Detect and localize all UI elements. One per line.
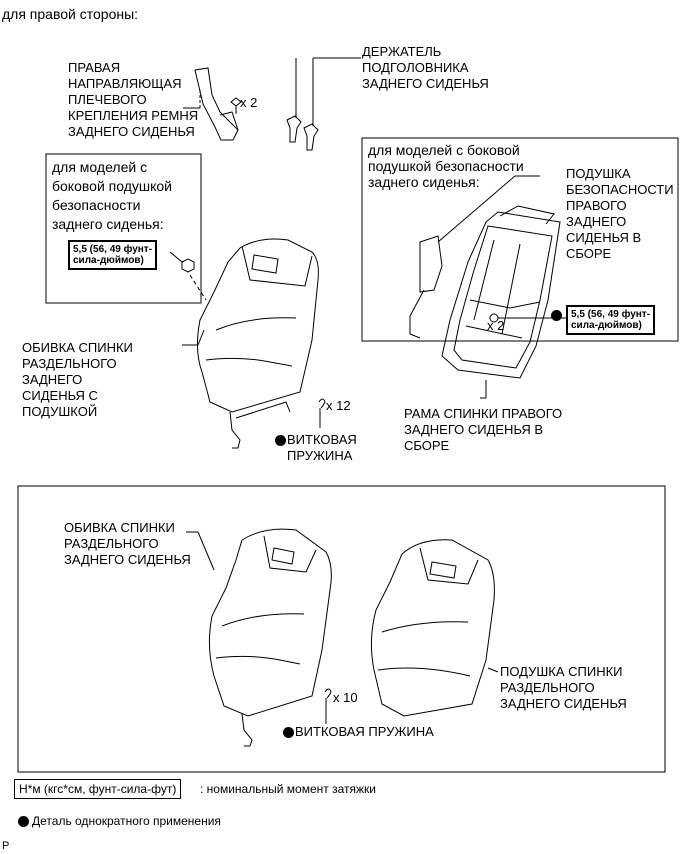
label-airbag-line2: БЕЗОПАСНОСТИ — [566, 182, 674, 197]
label-cover1-line3: ЗАДНЕГО — [22, 372, 83, 387]
label-spring1-line2: ПРУЖИНА — [287, 448, 353, 463]
label-cover1-line5: ПОДУШКОЙ — [22, 404, 98, 419]
label-cover1-line4: СИДЕНЬЯ С — [22, 388, 98, 403]
label-spring2: ВИТКОВАЯ ПРУЖИНА — [295, 724, 434, 739]
label-airbag-line6: СБОРЕ — [566, 246, 612, 261]
right-box-line3: заднего сиденья: — [368, 174, 480, 190]
label-spring1-line1: ВИТКОВАЯ — [287, 432, 357, 447]
legend-unit-box: Н*м (кгс*см, фунт-сила-фут) — [14, 779, 182, 799]
left-box-line1: для моделей с — [52, 159, 148, 175]
label-nut-qty: x 2 — [487, 318, 505, 333]
label-holder-line3: ЗАДНЕГО СИДЕНЬЯ — [362, 76, 489, 91]
label-cover1-line2: РАЗДЕЛЬНОГО — [22, 356, 117, 371]
single-use-mark-nut — [551, 310, 562, 321]
corner-mark: P — [2, 840, 10, 852]
label-frame-line1: РАМА СПИНКИ ПРАВОГО — [404, 406, 563, 421]
single-use-mark-spring2 — [283, 727, 294, 738]
label-cover2-line2: РАЗДЕЛЬНОГО — [64, 536, 159, 551]
label-holder-line2: ПОДГОЛОВНИКА — [362, 60, 469, 75]
label-guide-line2: НАПРАВЛЯЮЩАЯ — [68, 76, 182, 91]
label-pad-line3: ЗАДНЕГО СИДЕНЬЯ — [500, 696, 627, 711]
label-holder-line1: ДЕРЖАТЕЛЬ — [362, 44, 442, 59]
label-pad-line1: ПОДУШКА СПИНКИ — [500, 664, 623, 679]
label-cover1-line1: ОБИВКА СПИНКИ — [22, 340, 133, 355]
label-airbag-line1: ПОДУШКА — [566, 166, 631, 181]
label-guide-qty: x 2 — [240, 95, 258, 110]
torque-right-line2: сила-дюймов) — [571, 320, 642, 331]
legend-unit-text: : номинальный момент затяжки — [200, 782, 376, 796]
torque-spec-right: 5,5 (56, 49 фунт- сила-дюймов) — [566, 305, 656, 335]
torque-left-line1: 5,5 (56, 49 фунт- — [73, 244, 153, 255]
label-pad-line2: РАЗДЕЛЬНОГО — [500, 680, 595, 695]
right-box-line1: для моделей с боковой — [368, 142, 520, 158]
label-guide-line5: ЗАДНЕГО СИДЕНЬЯ — [68, 124, 195, 139]
label-cover2-line1: ОБИВКА СПИНКИ — [64, 520, 175, 535]
left-box-line2: боковой подушкой — [52, 178, 172, 194]
single-use-mark-spring1 — [275, 435, 286, 446]
torque-right-line1: 5,5 (56, 49 фунт- — [571, 309, 651, 320]
left-box-line3: безопасности — [52, 197, 141, 213]
label-spring1-qty: x 12 — [326, 398, 351, 413]
right-box-line2: подушкой безопасности — [368, 158, 524, 174]
label-cover2-line3: ЗАДНЕГО СИДЕНЬЯ — [64, 552, 191, 567]
label-airbag-line3: ПРАВОГО — [566, 198, 627, 213]
legend-single-use-text: Деталь однократного применения — [32, 814, 221, 828]
label-frame-line3: СБОРЕ — [404, 438, 450, 453]
left-box-line4: заднего сиденья: — [52, 216, 164, 232]
label-spring2-qty: x 10 — [333, 690, 358, 705]
legend-single-use-mark — [18, 816, 29, 827]
label-airbag-line5: СИДЕНЬЯ В — [566, 230, 642, 245]
torque-spec-left: 5,5 (56, 49 фунт- сила-дюймов) — [68, 240, 158, 270]
label-guide-line1: ПРАВАЯ — [68, 60, 121, 75]
label-guide-line4: КРЕПЛЕНИЯ РЕМНЯ — [68, 108, 199, 123]
torque-left-line2: сила-дюймов) — [73, 255, 144, 266]
page-title: для правой стороны: — [2, 6, 139, 22]
label-frame-line2: ЗАДНЕГО СИДЕНЬЯ В — [404, 422, 544, 437]
label-airbag-line4: ЗАДНЕГО — [566, 214, 627, 229]
label-guide-line3: ПЛЕЧЕВОГО — [68, 92, 147, 107]
